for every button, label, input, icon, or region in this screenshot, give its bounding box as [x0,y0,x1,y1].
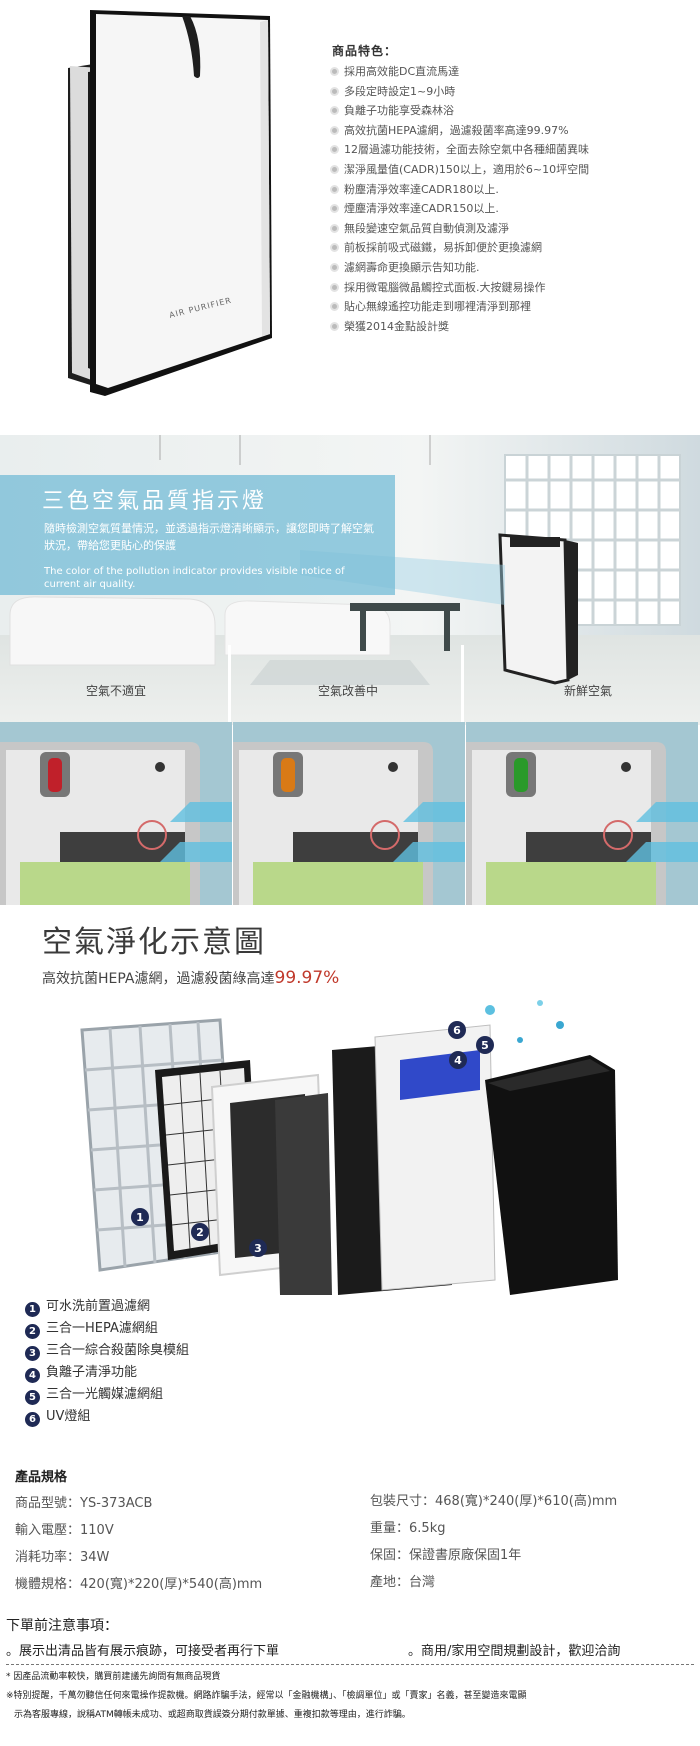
spec-row: 機體規格：420(寬)*220(厚)*540(高)mm [15,1577,263,1592]
feature-item: 貼心無線遙控功能走到哪裡清淨到那裡 [330,297,589,317]
features-list: 採用高效能DC直流馬達 多段定時設定1~9小時 負離子功能享受森林浴 高效抗菌H… [330,62,589,336]
badge-4-label: 4 [454,1054,462,1067]
feature-item: 濾網壽命更換顯示告知功能. [330,258,589,278]
badge-6-label: 6 [453,1024,461,1037]
spec-list-right: 包裝尺寸：468(寬)*240(厚)*610(高)mm 重量：6.5kg 保固：… [370,1488,617,1596]
feature-item: 潔淨風量值(CADR)150以上，適用於6~10坪空間 [330,160,589,180]
spec-title: 產品規格 [15,1470,68,1485]
spec-row: 保固：保證書原廠保固1年 [370,1548,522,1563]
legend-number: 1 [25,1302,40,1317]
feature-item: 前板採前吸式磁鐵，易拆卸便於更換濾網 [330,238,589,258]
indicator-description: 隨時檢測空氣質量情況，並透過指示燈清晰顯示，讓您即時了解空氣狀況，帶給您更貼心的… [44,522,374,552]
indicator-closeup-orange [233,722,465,905]
badge-6 [448,1021,466,1039]
spec-row: 消耗功率：34W [15,1550,110,1565]
badge-5 [476,1036,494,1054]
efficiency-highlight: 99.97% [274,968,340,988]
feature-item: 無段變速空氣品質自動偵測及濾淨 [330,219,589,239]
indicator-title: 三色空氣品質指示燈 [42,489,268,514]
spec-row: 重量：6.5kg [370,1521,446,1536]
bullet-icon [330,243,339,253]
state-label-improving: 空氣改善中 [318,684,379,698]
stock-notice: * 因產品流動率較快，購買前建議先詢問有無商品現貨 [6,1672,221,1682]
feature-item: 粉塵清淨效率達CADR180以上. [330,180,589,200]
product-overview: AIR PURIFIER 商品特色： 採用高效能DC直流馬達 多段定時設定1~9… [0,0,700,420]
note-consultation: 。商用/家用空間規劃設計，歡迎洽詢 [408,1644,621,1659]
legend-number: 5 [25,1390,40,1405]
indicator-closeup-green [466,722,698,905]
badge-5-label: 5 [481,1039,489,1052]
feature-item: 負離子功能享受森林浴 [330,101,589,121]
bullet-icon [330,223,339,233]
legend-number: 3 [25,1346,40,1361]
spec-row: 輸入電壓：110V [15,1523,114,1538]
spec-row: 商品型號：YS-373ACB [15,1496,153,1511]
spec-list-left: 商品型號：YS-373ACB 輸入電壓：110V 消耗功率：34W 機體規格：4… [15,1490,262,1598]
legend-number: 6 [25,1412,40,1427]
bullet-icon [330,145,339,155]
badge-2-label: 2 [196,1226,204,1239]
divider [6,1664,694,1665]
fraud-warning-line1: ※特別提醒，千萬勿聽信任何來電操作提款機。網路詐騙手法，經常以「金融機構」、「檢… [6,1691,527,1701]
bullet-icon [330,106,339,116]
features-title: 商品特色： [332,44,398,58]
exploded-filter-diagram: 1 2 3 4 5 6 [80,1000,618,1295]
diagram-title: 空氣淨化示意圖 [42,925,266,960]
indicator-description-en: The color of the pollution indicator pro… [44,566,345,590]
feature-item: 採用高效能DC直流馬達 [330,62,589,82]
feature-item: 12層過濾功能技術，全面去除空氣中各種細菌異味 [330,140,589,160]
legend-number: 2 [25,1324,40,1339]
bullet-icon [330,125,339,135]
bullet-icon [330,204,339,214]
bullet-icon [330,67,339,76]
feature-item: 多段定時設定1~9小時 [330,82,589,102]
diagram-subtitle: 高效抗菌HEPA濾網，過濾殺菌綠高達99.97% [42,968,340,988]
bullet-icon [330,164,339,174]
feature-item: 高效抗菌HEPA濾網，過濾殺菌率高達99.97% [330,121,589,141]
spec-row: 包裝尺寸：468(寬)*240(厚)*610(高)mm [370,1494,618,1509]
feature-item: 煙塵清淨效率達CADR150以上. [330,199,589,219]
note-display-item: 。展示出清品皆有展示痕跡，可接受者再行下單 [6,1644,280,1659]
state-label-fresh: 新鮮空氣 [564,684,613,698]
bullet-icon [330,184,339,194]
indicator-info-box [0,475,395,595]
badge-3 [249,1239,267,1257]
purifier-product-image: AIR PURIFIER [68,10,272,396]
bullet-icon [330,86,339,96]
indicator-section: 三色空氣品質指示燈 隨時檢測空氣質量情況，並透過指示燈清晰顯示，讓您即時了解空氣… [0,435,700,905]
feature-item: 採用微電腦微晶觸控式面板.大按鍵易操作 [330,278,589,298]
bullet-icon [330,262,339,272]
legend-number: 4 [25,1368,40,1383]
fraud-warning-line2: 示為客服專線，說稱ATM轉帳未成功、或超商取貨誤簽分期付款單據、重複扣款等理由，… [14,1710,411,1720]
indicator-closeup-red [0,722,232,905]
badge-2 [191,1223,209,1241]
state-label-poor: 空氣不適宜 [86,684,147,698]
badge-3-label: 3 [254,1242,262,1255]
bullet-icon [330,321,339,331]
bullet-icon [330,302,339,312]
badge-4 [449,1051,467,1069]
badge-1 [131,1208,149,1226]
feature-item: 榮獲2014金點設計獎 [330,317,589,337]
spec-row: 產地：台灣 [370,1575,436,1590]
notes-title: 下單前注意事項： [6,1618,118,1634]
bullet-icon [330,282,339,292]
badge-1-label: 1 [136,1211,144,1224]
